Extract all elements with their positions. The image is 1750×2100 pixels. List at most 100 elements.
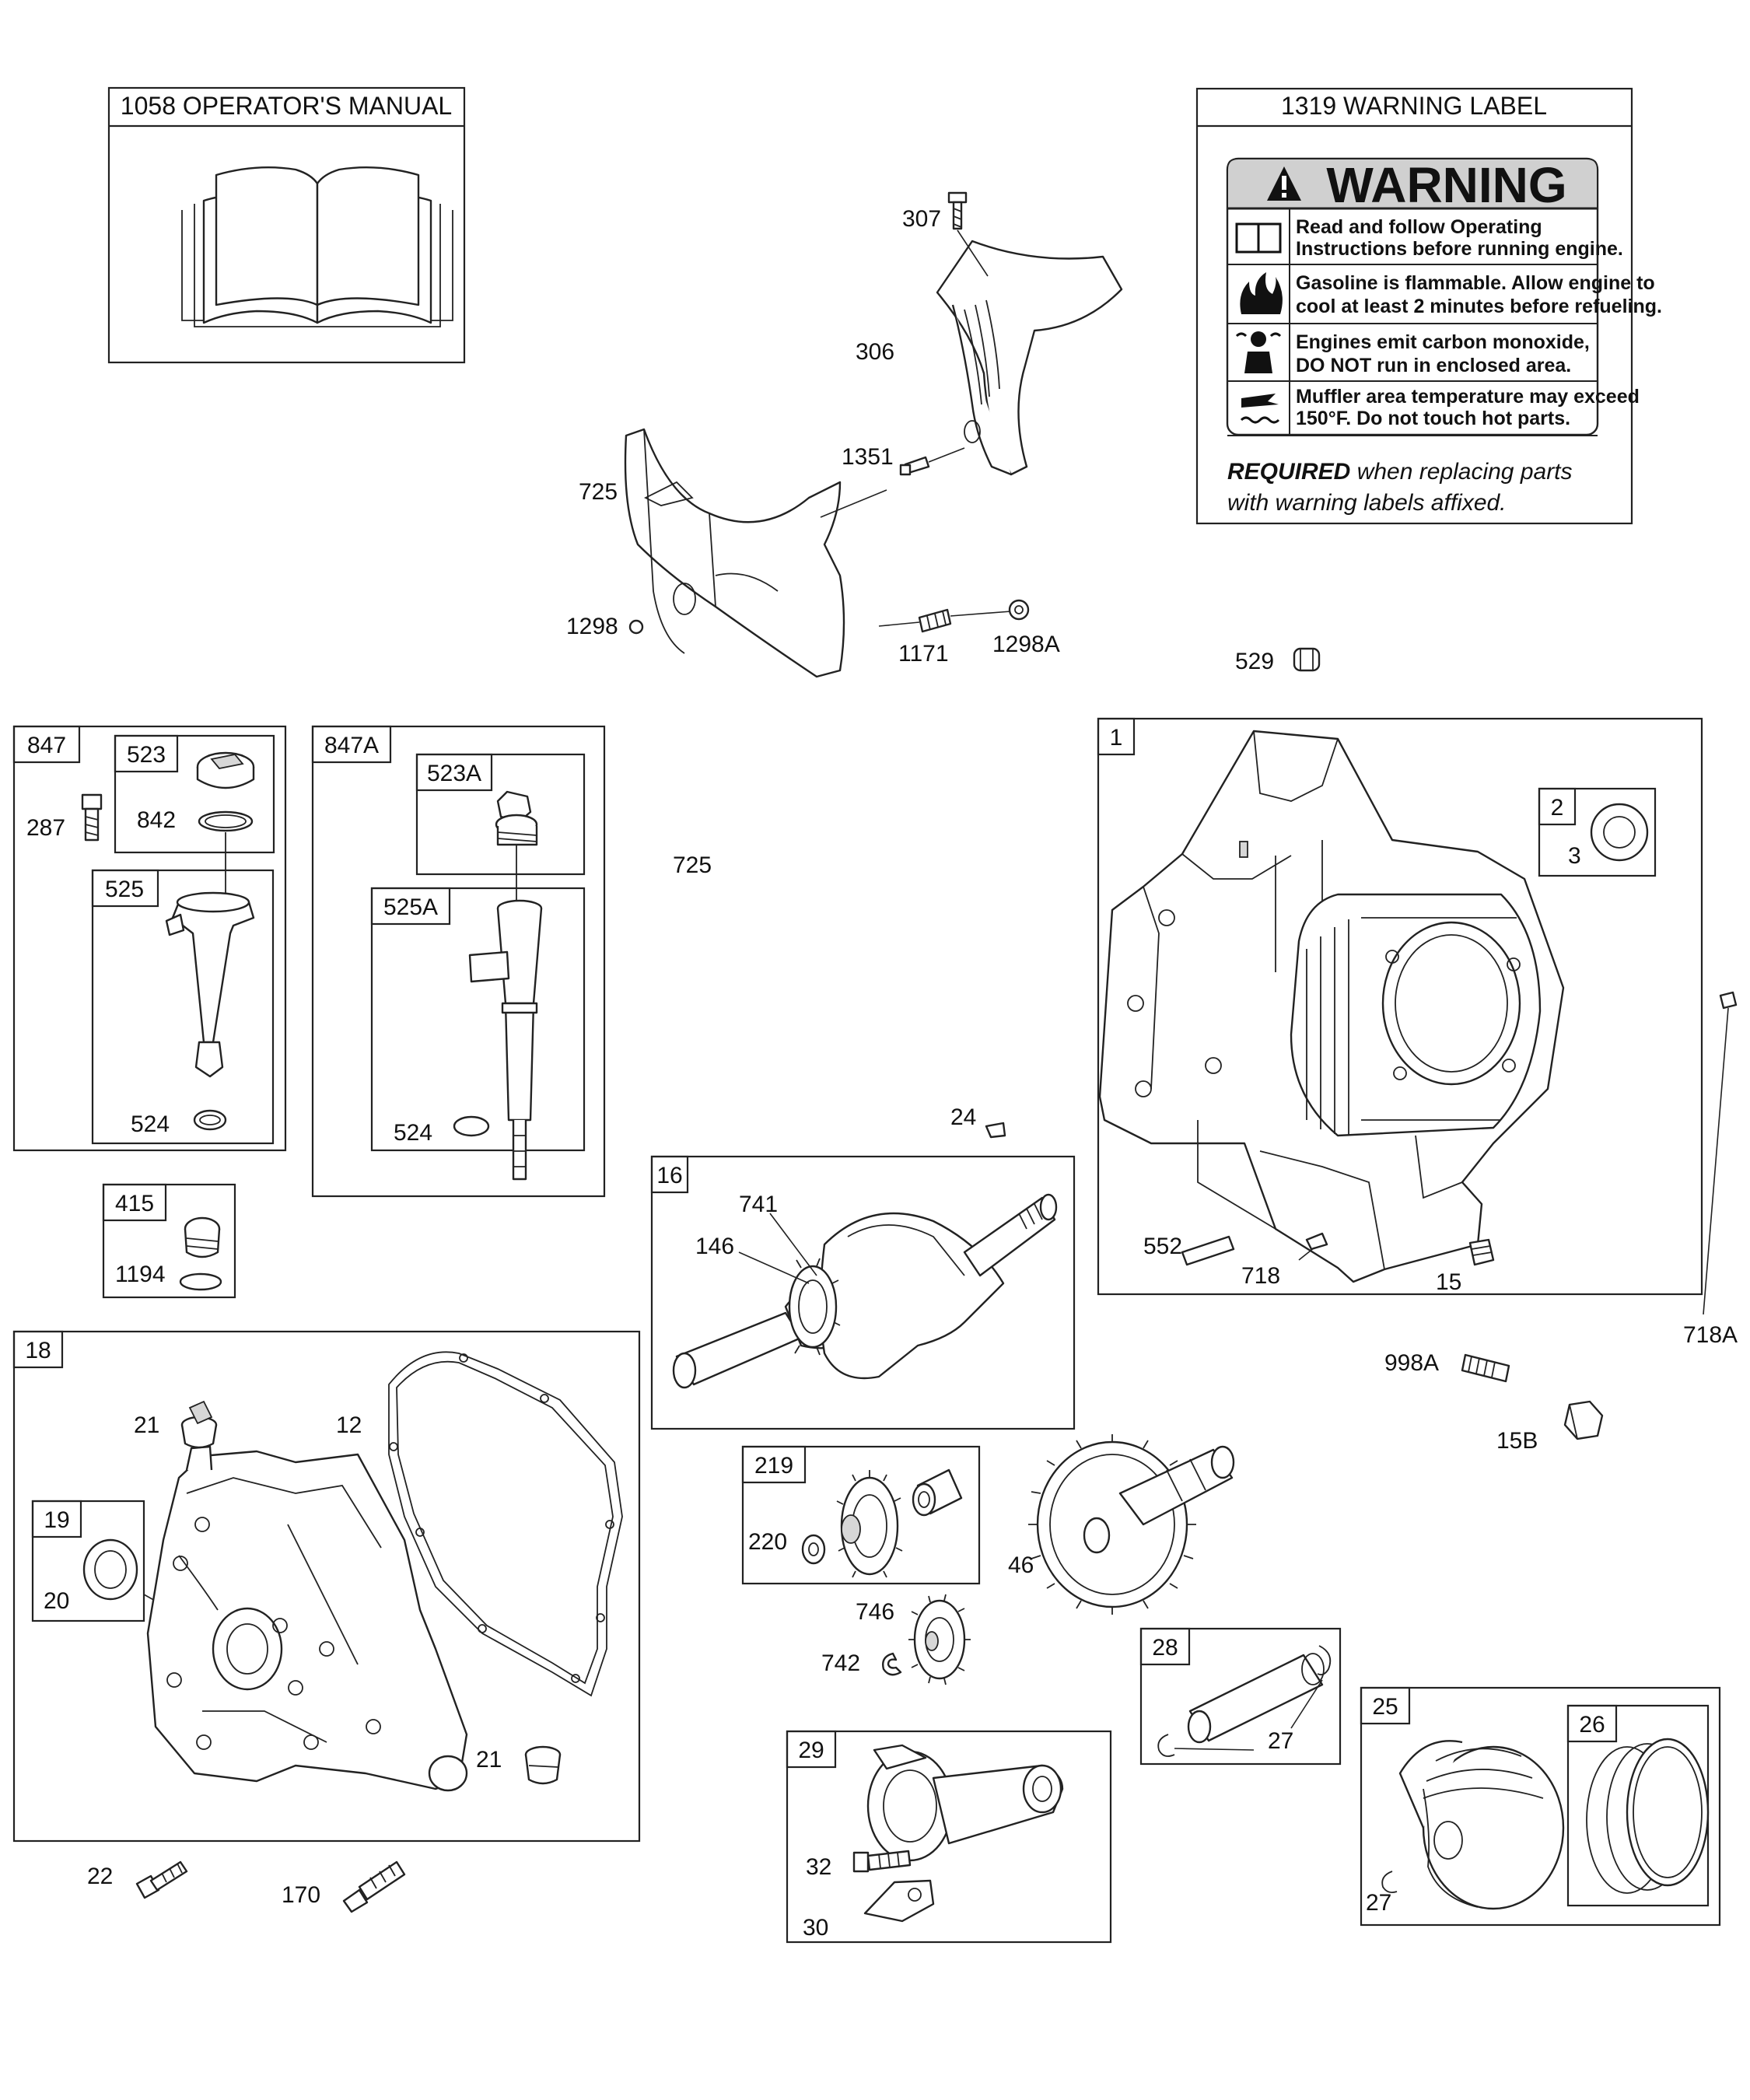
- label-callouts-p220: 220: [748, 1529, 787, 1555]
- clip-27-left: [1157, 1734, 1175, 1757]
- oil-cap-523A: [495, 790, 538, 902]
- label-warning-lines-5: DO NOT run in enclosed area.: [1296, 355, 1571, 376]
- seal-20: [82, 1538, 138, 1601]
- label-warning-required_line2: with warning labels affixed.: [1227, 490, 1507, 516]
- callout-1298: 1298: [566, 614, 618, 639]
- camshaft-46: [1028, 1434, 1235, 1615]
- label-boxes-b415: 415: [115, 1191, 154, 1216]
- label-callouts-p741: 741: [739, 1192, 778, 1217]
- crankshaft-panel: 16 741 146: [650, 1155, 1076, 1430]
- label-boxes-b2: 2: [1551, 795, 1564, 821]
- label-boxes-b25: 25: [1372, 1694, 1398, 1720]
- clip-742: [882, 1652, 902, 1676]
- label-callouts-p146: 146: [695, 1234, 734, 1259]
- callout-725-top: 725: [579, 479, 618, 505]
- piston: [1398, 1740, 1565, 1910]
- sump-panel: 18 19 20: [12, 1330, 641, 1843]
- gasket-12: [388, 1351, 623, 1697]
- label-callouts-p998A: 998A: [1384, 1350, 1439, 1376]
- key-24: [985, 1122, 1006, 1139]
- label-callouts-p30: 30: [803, 1915, 828, 1941]
- gear-741: [788, 1258, 841, 1356]
- warning-label-panel: 1319 WARNING LABEL WARNING: [1195, 87, 1662, 525]
- plug-15: [1468, 1238, 1495, 1266]
- stud-998A: [1461, 1353, 1510, 1383]
- label-warning-lines-7: 150°F. Do not touch hot parts.: [1296, 408, 1570, 429]
- callout-306: 306: [856, 339, 894, 365]
- governor-panel: 219 220: [741, 1445, 981, 1585]
- label-callouts-p24: 24: [950, 1104, 976, 1130]
- label-callouts-p3: 3: [1568, 843, 1581, 869]
- person-exhaust-icon: [1235, 331, 1282, 373]
- label-warning-lines-6: Muffler area temperature may exceed: [1296, 386, 1640, 408]
- plug-415-panel: 415 1194: [102, 1183, 236, 1299]
- callout-307: 307: [902, 206, 941, 232]
- label-callouts-p20: 20: [44, 1588, 69, 1614]
- label-callouts-p22: 22: [87, 1864, 113, 1889]
- label-warning-lines-1: Instructions before running engine.: [1296, 238, 1623, 260]
- book-icon: [181, 166, 453, 327]
- piston-pin-panel: 28 27: [1139, 1627, 1342, 1766]
- plug-15B: [1563, 1400, 1604, 1440]
- label-callouts-p742: 742: [821, 1650, 860, 1676]
- label-warning-lines-2: Gasoline is flammable. Allow engine to: [1296, 272, 1655, 294]
- warning-required-text: REQUIRED when replacing parts: [1227, 459, 1573, 485]
- label-boxes-b847A: 847A: [324, 733, 379, 758]
- label-callouts-p21a: 21: [134, 1412, 159, 1438]
- label-callouts-p46: 46: [1008, 1552, 1034, 1578]
- label-boxes-b18: 18: [25, 1338, 51, 1363]
- sump-cover: [146, 1445, 468, 1792]
- label-boxes-b523A: 523A: [427, 761, 481, 786]
- label-boxes-b29: 29: [798, 1738, 824, 1763]
- label-callouts-p1194: 1194: [115, 1262, 166, 1287]
- label-boxes-b19: 19: [44, 1507, 69, 1533]
- callout-1351: 1351: [842, 444, 894, 470]
- crankcase-block: [1098, 730, 1565, 1283]
- label-callouts-p718: 718: [1241, 1263, 1280, 1289]
- governor-cup: [912, 1468, 963, 1517]
- bolt-22: [135, 1860, 188, 1899]
- piston-panel: 25 27 26: [1360, 1686, 1721, 1927]
- callout-529: 529: [1235, 649, 1274, 674]
- label-callouts-p27b: 27: [1366, 1890, 1391, 1916]
- label-boxes-b525A: 525A: [383, 894, 438, 920]
- washer-220: [801, 1534, 826, 1565]
- callout-725-mid: 725: [673, 852, 712, 878]
- plug-1194: [179, 1216, 222, 1291]
- stud-1171: [918, 608, 952, 633]
- wrist-pin: [1187, 1653, 1325, 1744]
- operators-manual-title: 1058 OPERATOR'S MANUAL: [121, 92, 452, 120]
- label-callouts-p524a: 524: [131, 1111, 170, 1137]
- manual-icon: [1235, 222, 1282, 254]
- warning-triangle-icon: [1267, 166, 1301, 201]
- nut-1298: [628, 619, 644, 635]
- label-callouts-p27a: 27: [1268, 1728, 1293, 1754]
- label-callouts-p12: 12: [336, 1412, 362, 1438]
- label-callouts-p842: 842: [137, 807, 176, 833]
- label-callouts-p718A: 718A: [1683, 1322, 1738, 1348]
- label-callouts-p15: 15: [1436, 1269, 1461, 1295]
- dipstick-tube-525: [165, 832, 255, 1131]
- hot-surface-icon: [1240, 394, 1280, 424]
- bolt-32: [852, 1850, 912, 1873]
- label-warning-required_bold: REQUIRED: [1227, 459, 1350, 485]
- pin-718: [1305, 1232, 1328, 1251]
- label-callouts-p524b: 524: [394, 1120, 432, 1146]
- bolt-287: [81, 793, 103, 842]
- crankshaft: [672, 1193, 1058, 1389]
- label-warning-required_rest: when replacing parts: [1350, 459, 1572, 485]
- clip-27-right: [1317, 1645, 1332, 1676]
- label-callouts-p287: 287: [26, 815, 65, 841]
- label-boxes-b28: 28: [1152, 1635, 1178, 1661]
- dipstick-847A-panel: 847A 523A 525A 524: [311, 725, 606, 1198]
- label-boxes-b525: 525: [105, 877, 144, 902]
- part-529: [1293, 647, 1321, 672]
- dipstick-tube-525A: [453, 899, 543, 1181]
- gear-746: [908, 1594, 971, 1685]
- breather-21-top: [180, 1400, 218, 1449]
- cylinder-block-panel: 1 2 3: [1097, 717, 1703, 1296]
- warning-label-title: 1319 WARNING LABEL: [1281, 92, 1547, 120]
- pin-718A: [1703, 991, 1738, 1315]
- dipstick-847-panel: 847 523 842 287 525 52: [12, 725, 287, 1152]
